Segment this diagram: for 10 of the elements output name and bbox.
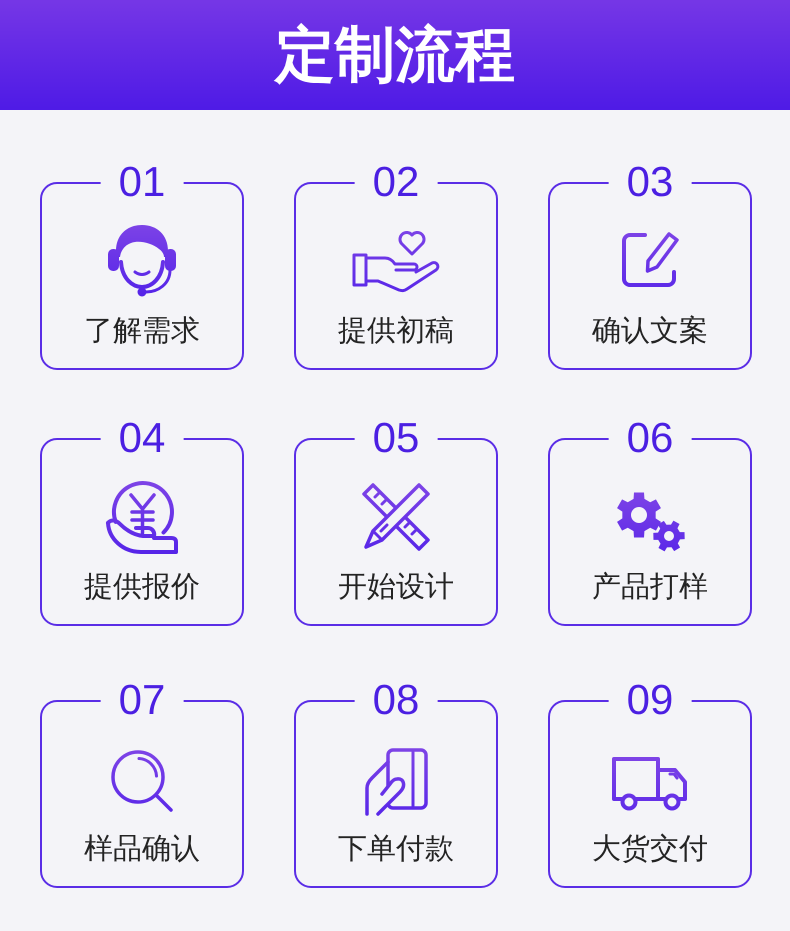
step-label: 提供初稿 — [338, 315, 454, 345]
step-label: 了解需求 — [84, 315, 200, 345]
step-label: 产品打样 — [592, 571, 708, 601]
step-label: 开始设计 — [338, 571, 454, 601]
step-label: 大货交付 — [592, 833, 708, 863]
title: 定制流程 — [275, 23, 515, 87]
step-label: 样品确认 — [84, 833, 200, 863]
step-label: 确认文案 — [592, 315, 708, 345]
step-label: 下单付款 — [338, 833, 454, 863]
step-label: 提供报价 — [84, 571, 200, 601]
